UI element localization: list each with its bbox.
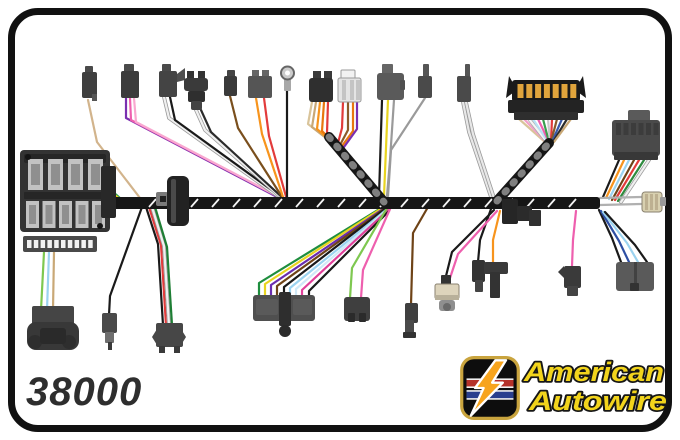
- three-slot-connector: [344, 297, 370, 322]
- round-sensor-connector: [184, 71, 208, 110]
- brand-badge: [460, 356, 520, 420]
- tee-connector: [484, 262, 508, 298]
- dash-main-connector: [253, 292, 315, 337]
- connector-orange-red: [248, 70, 272, 98]
- brand-name-line2: Autowire: [528, 386, 667, 416]
- connectors: [20, 64, 666, 353]
- gray-connector-yellow-black: [377, 64, 405, 100]
- connector-tan-lead: [82, 66, 97, 101]
- wires: [39, 88, 651, 327]
- bulkhead-connector: [506, 76, 586, 120]
- connector-purple-pink: [121, 64, 139, 98]
- four-wire-connector: [152, 323, 186, 353]
- brand-logo: American Autowire: [460, 354, 674, 422]
- white-lead-connector: [457, 64, 471, 102]
- blue-wires-connector: [616, 262, 654, 291]
- firewall-grommet: [167, 176, 189, 226]
- loom-bulkhead-branch: [492, 138, 554, 206]
- lightning-bolt-icon: [469, 359, 508, 417]
- black-multi-connector: [309, 71, 333, 102]
- bulb-socket: [434, 275, 460, 311]
- headlight-connector: [27, 306, 79, 350]
- part-number: 38000: [26, 370, 143, 414]
- small-gray-connector: [418, 64, 432, 98]
- inline-connector: [102, 313, 117, 350]
- fuse-panel: [20, 150, 116, 252]
- flasher-connector: [641, 191, 666, 213]
- trunk-mount-connector: [502, 199, 541, 226]
- black-drop-connector: [472, 260, 485, 292]
- brand-name-line1: American: [523, 357, 664, 387]
- brand-wordmark: American Autowire: [521, 355, 669, 417]
- pink-lead-connector: [558, 266, 581, 296]
- bracket-connector-brown: [403, 303, 418, 338]
- trunk-clip: [156, 192, 168, 206]
- connector-brown-lead: [224, 70, 237, 96]
- connector-white-black: [159, 64, 185, 97]
- ignition-switch-connector: [612, 110, 660, 160]
- white-multi-connector: [337, 69, 362, 103]
- loom-dash-branch: [324, 132, 389, 207]
- ring-terminal: [280, 65, 295, 91]
